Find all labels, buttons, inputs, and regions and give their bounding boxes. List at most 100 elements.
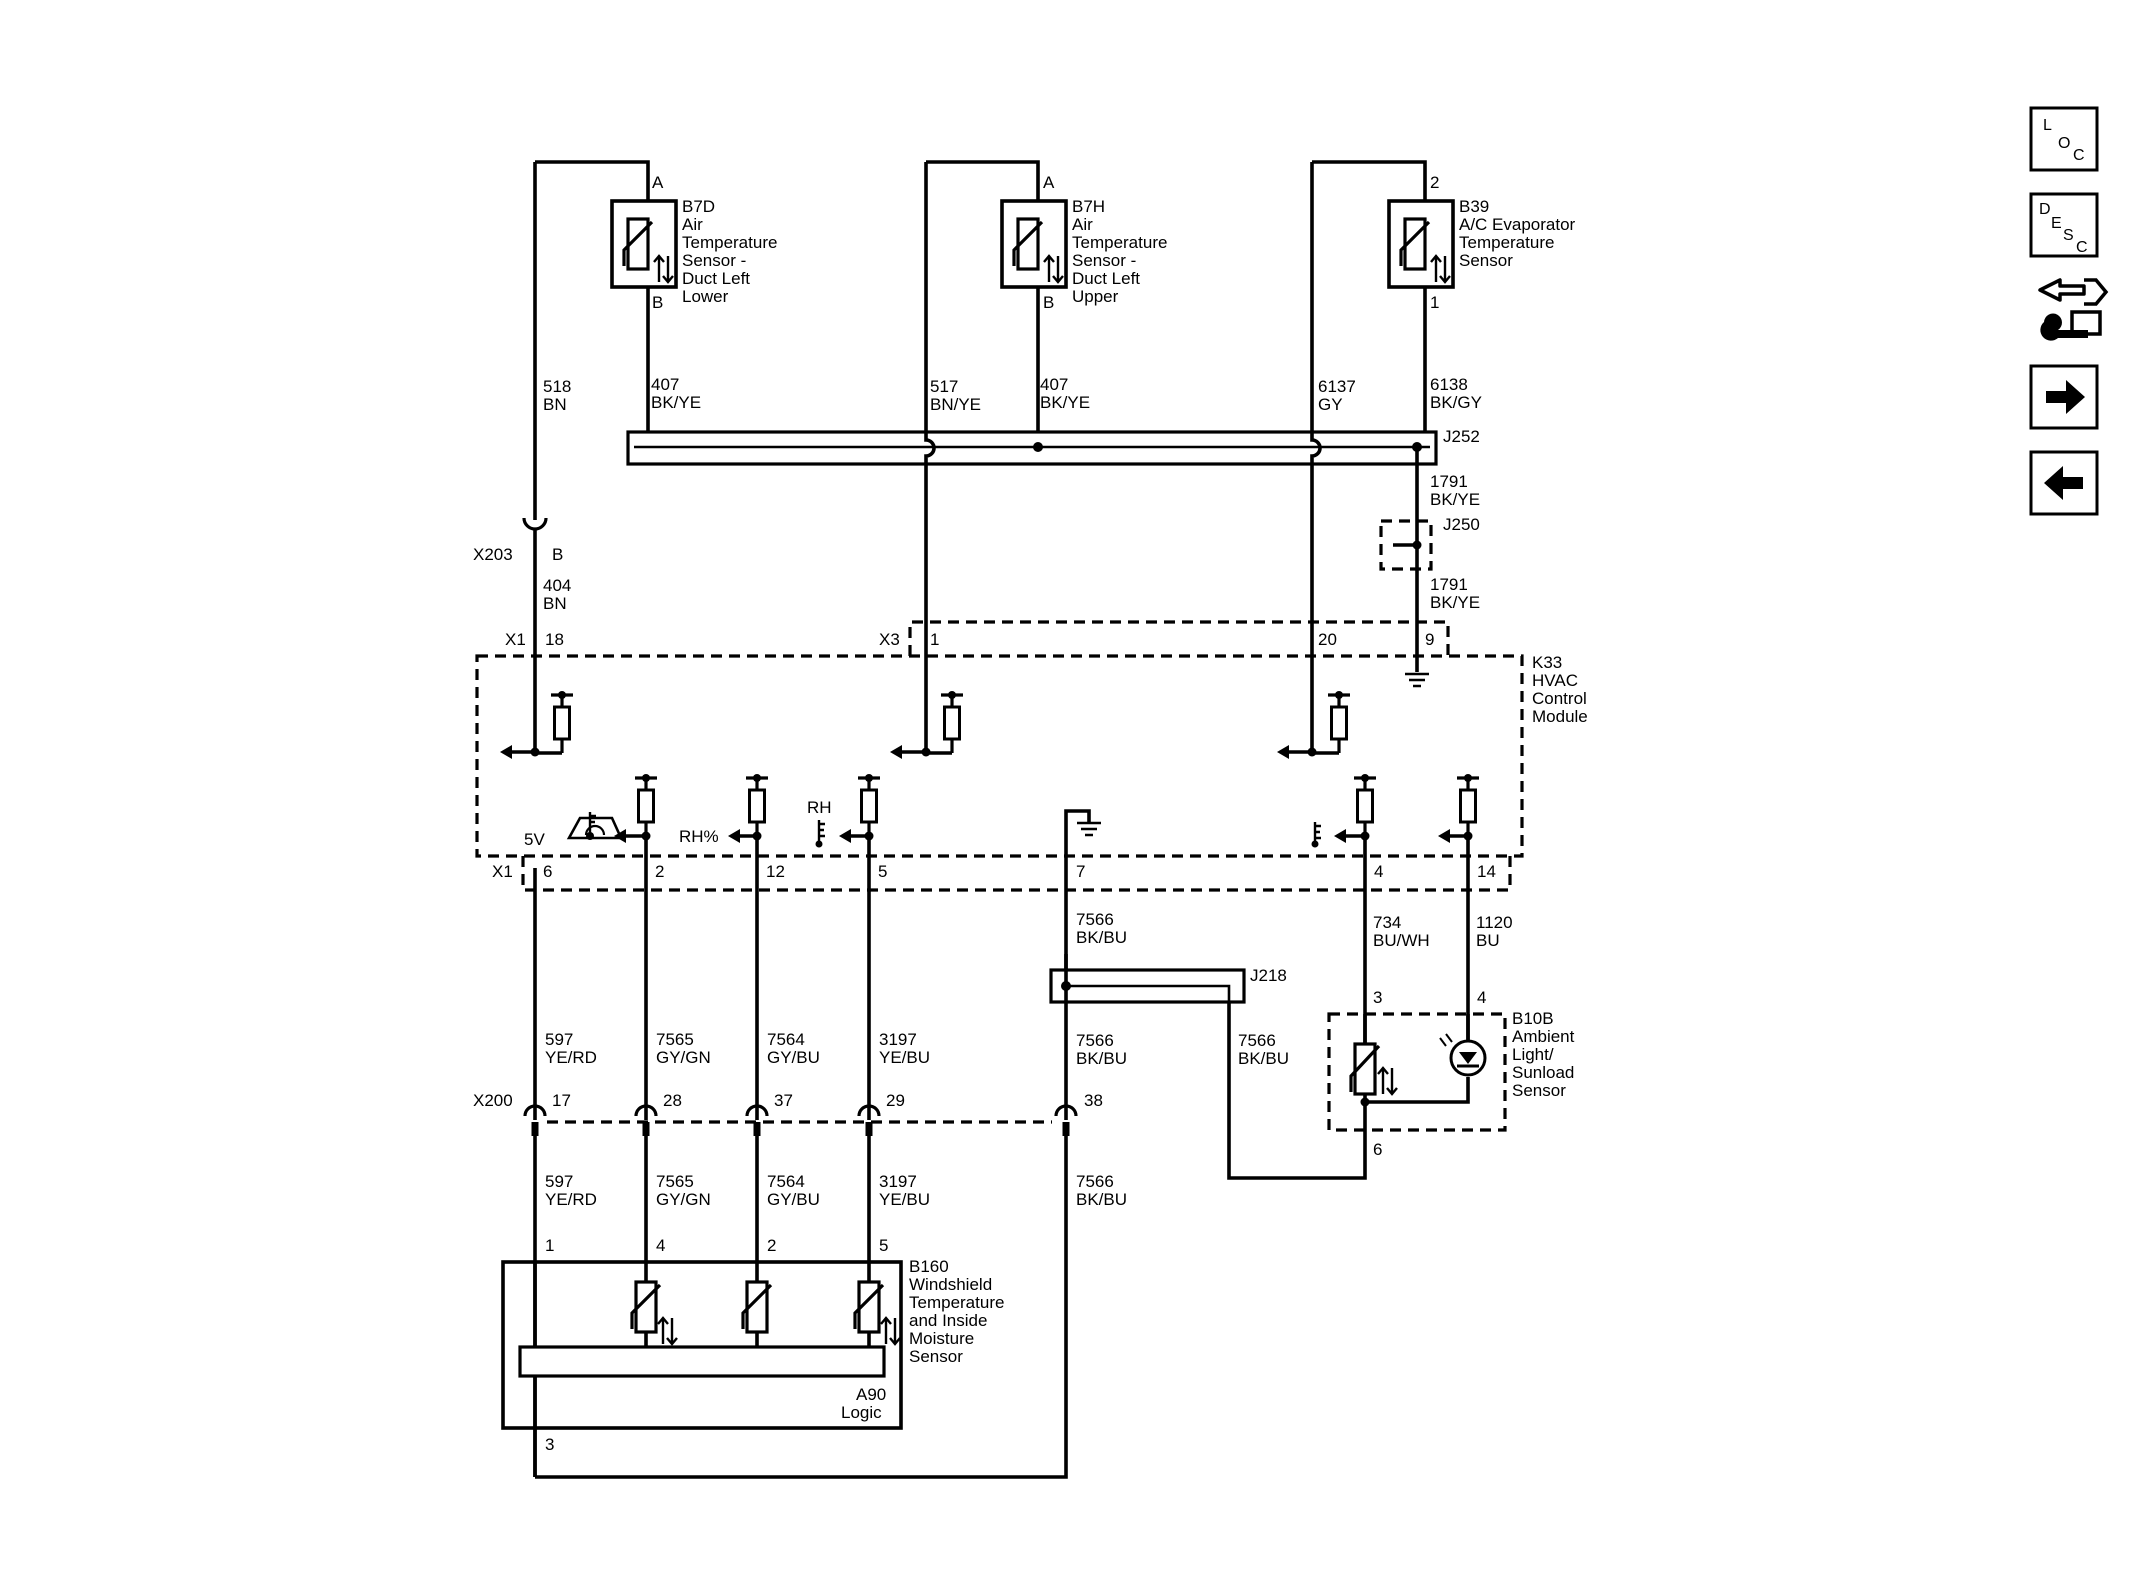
b160-pin-3: 3 — [545, 1435, 554, 1454]
wire-518-num: 518 — [543, 377, 571, 396]
wire-734-color: BU/WH — [1373, 931, 1430, 950]
loc-letter-o: O — [2058, 135, 2070, 152]
wire-597-color: YE/RD — [545, 1048, 597, 1067]
a90-desc: Logic — [841, 1403, 882, 1422]
k33-5v: 5V — [524, 830, 545, 849]
wire-7564-num: 7564 — [767, 1030, 805, 1049]
wire-7566c-num: 7566 — [1238, 1031, 1276, 1050]
k33-rh-pct: RH% — [679, 827, 719, 846]
sensor-b7d: A B B7D Air Temperature Sensor - Duct Le… — [533, 160, 777, 480]
wire-6137 — [1310, 162, 1322, 752]
k33-pin-9: 9 — [1425, 630, 1434, 649]
wire-1791a-color: BK/YE — [1430, 490, 1480, 509]
x203-pin-b: B — [552, 545, 563, 564]
wire-3197-num: 3197 — [879, 1030, 917, 1049]
k33-pin-4: 4 — [1374, 862, 1383, 881]
wire-7565-num: 7565 — [656, 1030, 694, 1049]
k33-pin-5: 5 — [878, 862, 887, 881]
wire-407b-num: 407 — [1040, 375, 1068, 394]
b7d-desc-5: Lower — [682, 287, 729, 306]
b39-id: B39 — [1459, 197, 1489, 216]
nav-forward-button[interactable] — [2029, 364, 2099, 430]
b7h-desc-5: Upper — [1072, 287, 1119, 306]
nav-back-button[interactable] — [2029, 450, 2099, 516]
x200-pin-17: 17 — [552, 1091, 571, 1110]
k33-pin-1: 1 — [930, 630, 939, 649]
k33-pin-20: 20 — [1318, 630, 1337, 649]
k33-x1-top: X1 — [505, 630, 526, 649]
connector-wrench-icon[interactable] — [2038, 278, 2109, 341]
desc-letter-s: S — [2063, 227, 2074, 244]
x200-pin-29: 29 — [886, 1091, 905, 1110]
b160-desc-3: and Inside — [909, 1311, 987, 1330]
j252-label: J252 — [1443, 427, 1480, 446]
nav-loc-button[interactable]: L O C — [2029, 106, 2099, 172]
wire-7566c-color: BK/BU — [1238, 1049, 1289, 1068]
b7d-id: B7D — [682, 197, 715, 216]
wire-404-color: BN — [543, 594, 567, 613]
desc-letter-c: C — [2076, 239, 2088, 256]
b160-pin-4: 4 — [656, 1236, 665, 1255]
wire-3197-color: YE/BU — [879, 1048, 930, 1067]
wire-6138-color: BK/GY — [1430, 393, 1482, 412]
forward-arrow-icon — [2046, 380, 2085, 414]
k33-desc-3: Module — [1532, 707, 1588, 726]
b7h-desc-4: Duct Left — [1072, 269, 1140, 288]
wire-7566-low-color: BK/BU — [1076, 1190, 1127, 1209]
b160-pin-5: 5 — [879, 1236, 888, 1255]
wire-7566b-num: 7566 — [1076, 1031, 1114, 1050]
b160-desc-4: Moisture — [909, 1329, 974, 1348]
wire-7566a-num: 7566 — [1076, 910, 1114, 929]
wire-517-color: BN/YE — [930, 395, 981, 414]
wire-6137-color: GY — [1318, 395, 1343, 414]
wire-407b-color: BK/YE — [1040, 393, 1090, 412]
b160-pin-2: 2 — [767, 1236, 776, 1255]
b7d-pin-b: B — [652, 293, 663, 312]
b7h-id: B7H — [1072, 197, 1105, 216]
connector-x203: X203 B — [473, 480, 563, 752]
b10b-desc-2: Light/ — [1512, 1045, 1554, 1064]
b160-desc-2: Temperature — [909, 1293, 1004, 1312]
b10b-id: B10B — [1512, 1009, 1554, 1028]
wire-517 — [924, 162, 936, 752]
k33-id: K33 — [1532, 653, 1562, 672]
k33-rh: RH — [807, 798, 832, 817]
b10b-desc-4: Sensor — [1512, 1081, 1566, 1100]
x200-pin-28: 28 — [663, 1091, 682, 1110]
wire-1791a-num: 1791 — [1430, 472, 1468, 491]
wire-7565-low-num: 7565 — [656, 1172, 694, 1191]
b160-id: B160 — [909, 1257, 949, 1276]
loc-letter-c: C — [2073, 147, 2085, 164]
k33-desc-2: Control — [1532, 689, 1587, 708]
x200-pin-38: 38 — [1084, 1091, 1103, 1110]
nav-desc-button[interactable]: D E S C — [2029, 192, 2099, 258]
b7h-desc-2: Temperature — [1072, 233, 1167, 252]
b7h-pin-b: B — [1043, 293, 1054, 312]
b7d-pin-a: A — [652, 173, 664, 192]
k33-pin-2: 2 — [655, 862, 664, 881]
wire-517-num: 517 — [930, 377, 958, 396]
sensor-b7h: A B B7H Air Temperature Sensor - Duct Le… — [926, 160, 1167, 447]
wire-7566b-color: BK/BU — [1076, 1049, 1127, 1068]
wire-734-num: 734 — [1373, 913, 1401, 932]
k33-x3: X3 — [879, 630, 900, 649]
wire-7566-low-num: 7566 — [1076, 1172, 1114, 1191]
b10b-desc-3: Sunload — [1512, 1063, 1574, 1082]
wire-6138-num: 6138 — [1430, 375, 1468, 394]
wire-407a-color: BK/YE — [651, 393, 701, 412]
b39-desc-2: Temperature — [1459, 233, 1554, 252]
desc-letter-e: E — [2051, 215, 2062, 232]
splice-j252: J252 — [626, 427, 1480, 466]
b39-pin-1: 1 — [1430, 293, 1439, 312]
wire-3197-low-color: YE/BU — [879, 1190, 930, 1209]
b160-pin-1: 1 — [545, 1236, 554, 1255]
b39-pin-2: 2 — [1430, 173, 1439, 192]
b7h-pin-a: A — [1043, 173, 1055, 192]
wire-1120-num: 1120 — [1476, 913, 1513, 932]
j218-label: J218 — [1250, 966, 1287, 985]
wire-1791b-num: 1791 — [1430, 575, 1468, 594]
b7d-desc-1: Air — [682, 215, 703, 234]
k33-pin-7: 7 — [1076, 862, 1085, 881]
j250-label: J250 — [1443, 515, 1480, 534]
